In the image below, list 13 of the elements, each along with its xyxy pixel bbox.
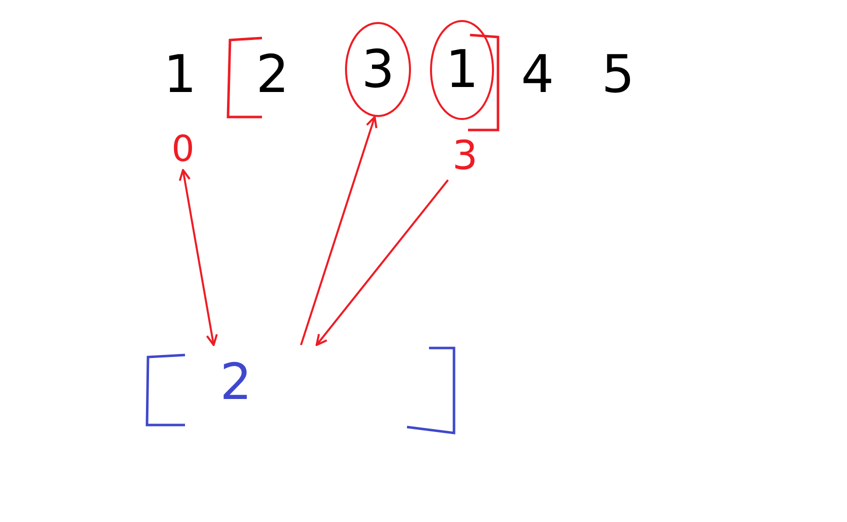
- number: 3: [448, 132, 482, 180]
- arrow: [300, 116, 378, 346]
- number: 0: [168, 130, 198, 170]
- number: 2: [245, 40, 300, 110]
- array-brackets: [145, 345, 457, 435]
- number: 5: [588, 40, 648, 110]
- circled-number: 3: [345, 22, 411, 117]
- circled-number: 1: [430, 20, 494, 120]
- arrow: [316, 179, 449, 346]
- arrow: [178, 169, 218, 346]
- number: 1: [160, 40, 200, 110]
- array-value: 2: [220, 357, 252, 407]
- number: 4: [510, 40, 565, 110]
